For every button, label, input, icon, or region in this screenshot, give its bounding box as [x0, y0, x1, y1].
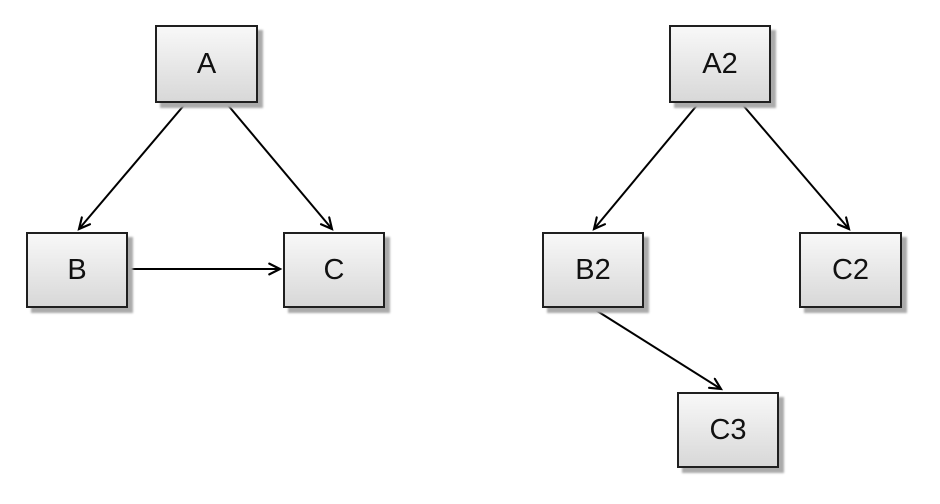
node-label-C: C	[323, 253, 345, 286]
edge-A-C	[226, 103, 334, 231]
node-label-C2: C2	[831, 253, 870, 286]
node-label-A2: A2	[702, 47, 738, 80]
node-C3[interactable]: C3	[677, 392, 779, 468]
edge-B2-C3	[593, 308, 724, 391]
node-A[interactable]: A	[155, 25, 258, 103]
node-C[interactable]: C	[283, 232, 385, 308]
edge-A-B	[77, 103, 186, 231]
node-label-A: A	[196, 47, 217, 80]
edge-A2-B2	[592, 103, 699, 231]
node-label-B2: B2	[575, 253, 611, 286]
node-A2[interactable]: A2	[669, 25, 771, 103]
node-label-B: B	[67, 253, 87, 286]
node-label-C3: C3	[709, 413, 747, 446]
node-C2[interactable]: C2	[799, 232, 902, 308]
node-B2[interactable]: B2	[542, 232, 644, 308]
node-B[interactable]: B	[26, 232, 128, 308]
edge-A2-C2	[741, 103, 851, 231]
